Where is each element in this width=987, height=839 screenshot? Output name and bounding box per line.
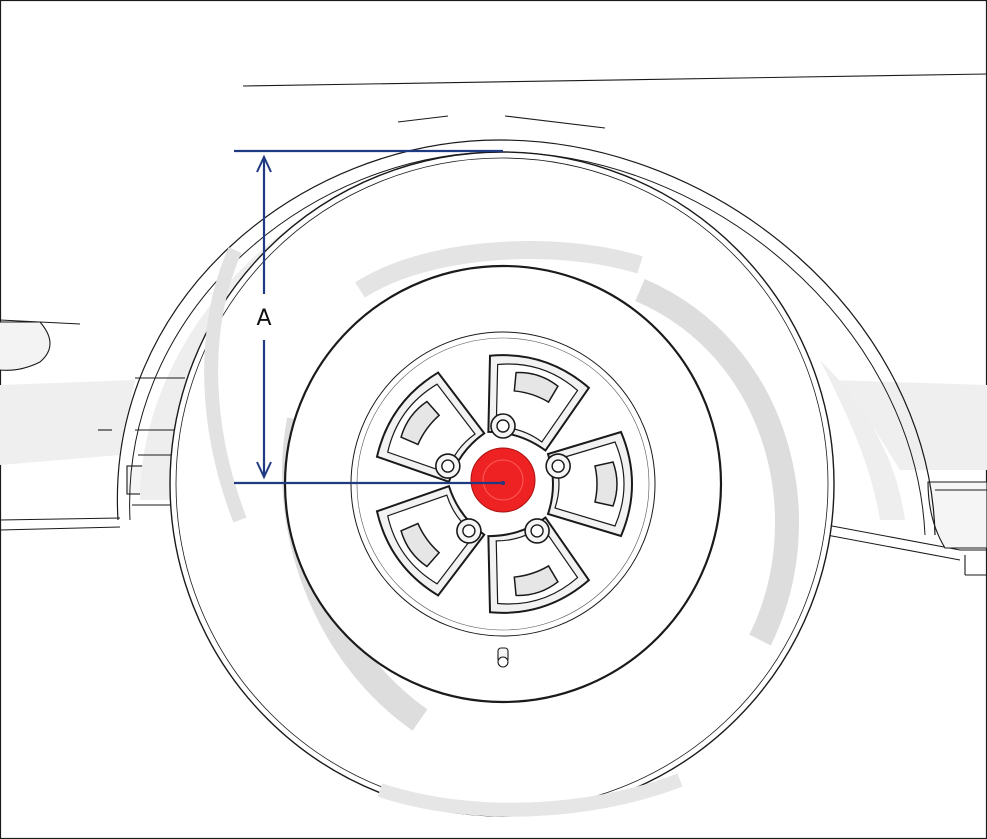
tire-shade-right	[635, 278, 799, 646]
dimension-arrow-up-icon	[256, 154, 272, 173]
tire-shade-bottom	[377, 773, 683, 817]
center-cap-highlight	[482, 459, 524, 501]
left-body-shade	[0, 380, 135, 465]
tire-shade-top	[355, 241, 643, 298]
tire-shade-left-outer	[204, 247, 247, 523]
lug-nut-icon	[456, 518, 482, 544]
dimension-arrow-down-icon	[256, 461, 272, 480]
lug-nut-icon	[435, 453, 461, 479]
right-body-shade	[830, 380, 987, 470]
lug-nuts	[435, 413, 571, 544]
lug-nut-icon	[524, 518, 550, 544]
center-cap	[470, 447, 536, 513]
left-bumper	[0, 321, 51, 371]
wheel-well-shade-right	[820, 360, 905, 520]
spoke	[546, 430, 633, 538]
right-bumper-block	[927, 481, 987, 549]
spoke	[487, 516, 591, 614]
valve-stem-icon	[497, 647, 509, 668]
spoke	[375, 484, 486, 597]
lug-nut-icon	[545, 453, 571, 479]
left-sill	[0, 517, 121, 531]
lug-nut-icon	[490, 413, 516, 439]
fender-arch-outer	[116, 139, 936, 536]
car-body	[0, 73, 987, 576]
dimension-a	[234, 149, 505, 485]
body-top-line	[242, 73, 987, 87]
dimension-label: A	[256, 306, 271, 331]
fender-dash-1	[397, 115, 449, 123]
center-point-marker	[501, 481, 505, 485]
wheel-spokes	[375, 354, 633, 614]
left-bumper-line	[0, 319, 81, 325]
spoke	[375, 371, 486, 484]
fender-dash-2	[504, 115, 606, 129]
